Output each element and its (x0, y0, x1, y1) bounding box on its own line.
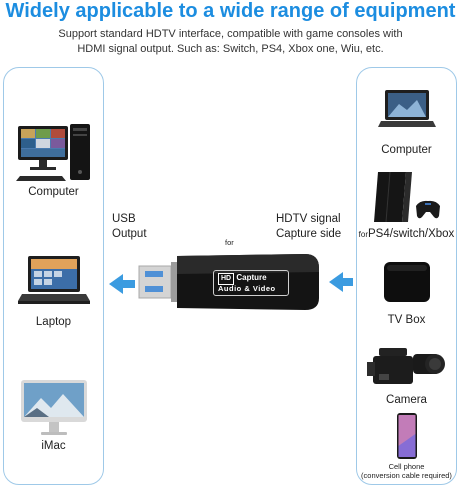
laptop-icon (4, 254, 103, 314)
usb-line-2: Output (112, 228, 147, 240)
imac-icon (4, 378, 103, 444)
page-title: Widely applicable to a wide range of equ… (5, 0, 456, 22)
right-item-computer-label: Computer (381, 144, 432, 156)
input-devices-panel: Computer forPS4/switch/Xbox TV Box (356, 67, 457, 485)
right-item-phone-label: Cell phone (conversion cable required) (357, 462, 456, 480)
device-brand-row: HD Capture (218, 273, 267, 285)
console-label-prefix: for (358, 230, 369, 239)
subtitle-line-2: HDMI signal output. Such as: Switch, PS4… (77, 43, 384, 55)
device-subtitle: Audio & Video (218, 284, 276, 293)
for-small-label: for (225, 238, 234, 247)
right-laptop-icon (357, 88, 456, 140)
page-subtitle: Support standard HDTV interface, compati… (12, 27, 449, 57)
usb-output-label: USB Output (112, 212, 147, 242)
usb-output-arrow (109, 274, 135, 294)
left-item-imac-label: iMac (41, 440, 66, 452)
capture-dongle: HD Capture Audio & Video (105, 240, 355, 320)
hdtv-line-2: Capture side (276, 228, 342, 240)
game-console-icon (357, 168, 456, 226)
right-item-camera-label: Camera (386, 394, 427, 406)
camcorder-icon (357, 344, 456, 392)
phone-sublabel: (conversion cable required) (361, 471, 452, 480)
left-item-laptop-label: Laptop (35, 316, 72, 328)
usb-line-1: USB (112, 213, 136, 225)
hdtv-line-1: HDTV signal (276, 213, 341, 225)
hdtv-input-arrow (329, 272, 353, 292)
device-name: Capture (236, 273, 267, 282)
console-label-main: PS4/switch/Xbox (368, 228, 455, 240)
left-item-computer-label: Computer (28, 186, 79, 198)
phone-label: Cell phone (388, 462, 425, 471)
desktop-computer-icon (4, 120, 103, 190)
output-devices-panel: Computer Laptop iMac (3, 67, 104, 485)
subtitle-line-1: Support standard HDTV interface, compati… (58, 28, 403, 40)
smartphone-icon (357, 412, 456, 460)
right-item-console-label: forPS4/switch/Xbox (357, 228, 456, 240)
right-item-tvbox-label: TV Box (387, 314, 426, 326)
hdtv-capture-label: HDTV signal Capture side (276, 212, 341, 242)
tv-box-icon (357, 258, 456, 310)
device-logo-box: HD Capture Audio & Video (213, 270, 289, 296)
